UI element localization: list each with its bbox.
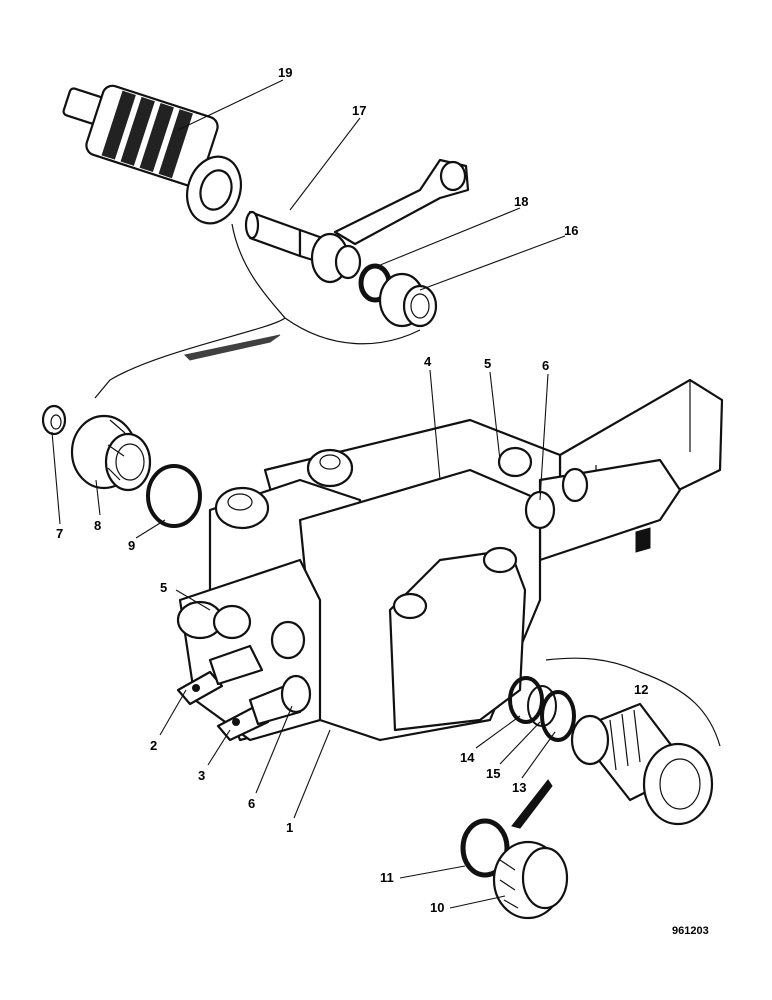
part-14-seal <box>508 676 544 724</box>
callout-16: 16 <box>564 223 578 238</box>
callout-10: 10 <box>430 900 444 915</box>
callout-3: 3 <box>198 768 205 783</box>
callout-18: 18 <box>514 194 528 209</box>
callout-15: 15 <box>486 766 500 781</box>
callout-7: 7 <box>56 526 63 541</box>
callout-11: 11 <box>380 870 394 885</box>
callout-6-upper: 6 <box>542 358 549 373</box>
drawing-reference-number: 961203 <box>672 925 709 937</box>
callout-9: 9 <box>128 538 135 553</box>
callout-4: 4 <box>424 354 432 369</box>
part-10-plug <box>492 840 569 920</box>
callout-17: 17 <box>352 103 366 118</box>
part-11-seal <box>460 818 510 878</box>
callout-13: 13 <box>512 780 526 795</box>
callout-8: 8 <box>94 518 101 533</box>
part-19-coupling <box>62 84 242 225</box>
callout-14: 14 <box>460 750 475 765</box>
part-9-seal <box>146 464 202 528</box>
part-12-adaptor <box>545 657 721 826</box>
callout-5-lower: 5 <box>160 580 167 595</box>
callout-1: 1 <box>286 820 293 835</box>
callout-19: 19 <box>278 65 292 80</box>
callout-12: 12 <box>634 682 648 697</box>
part-13-o-ring <box>540 690 576 742</box>
part-8-adaptor <box>70 414 152 492</box>
part-1-valve-body <box>176 378 724 742</box>
part-17-lever <box>244 158 470 284</box>
leader-lines <box>51 79 566 909</box>
callout-2: 2 <box>150 738 157 753</box>
callout-labels: 19 17 18 16 4 5 6 7 8 9 5 2 3 6 1 12 14 … <box>56 65 648 915</box>
callout-5-upper: 5 <box>484 356 491 371</box>
part-7-plug <box>41 404 67 436</box>
part-16-adaptor <box>378 272 438 328</box>
callout-6-lower: 6 <box>248 796 255 811</box>
